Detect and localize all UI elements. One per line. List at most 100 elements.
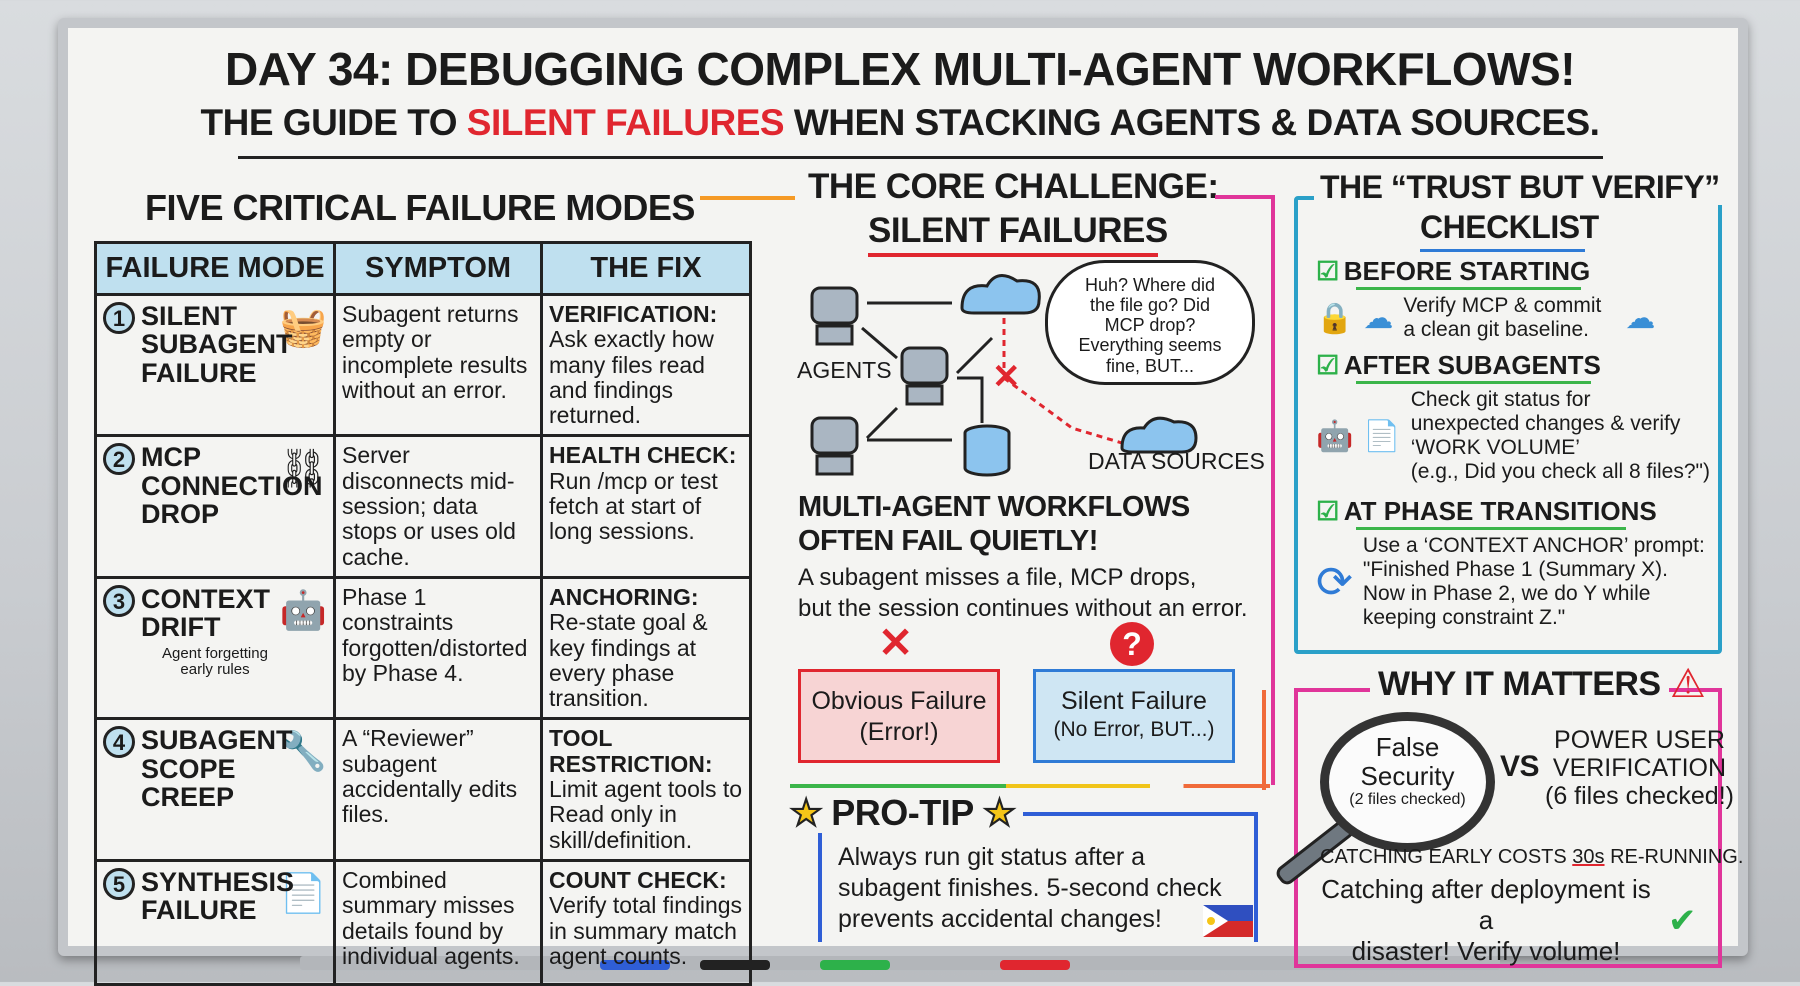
divider bbox=[790, 784, 1270, 788]
failure-mode-name: SUBAGENT SCOPE CREEP bbox=[141, 725, 293, 813]
fix-title: HEALTH CHECK: bbox=[549, 442, 737, 469]
warning-icon: ⚠ bbox=[1670, 662, 1706, 706]
checklist-section-before: ☑ BEFORE STARTING 🔒☁Verify MCP & commit … bbox=[1316, 256, 1655, 342]
why-it-matters-title: WHY IT MATTERS bbox=[1370, 665, 1669, 704]
core-body-text: A subagent misses a file, MCP drops, but… bbox=[798, 564, 1248, 623]
heading-underline bbox=[868, 253, 1158, 257]
row-number-badge: 1 bbox=[103, 302, 135, 334]
table-header-row: FAILURE MODE SYMPTOM THE FIX bbox=[94, 241, 752, 296]
checkbox-checked-icon: ☑ bbox=[1316, 496, 1340, 526]
obvious-failure-sub: (Error!) bbox=[859, 718, 939, 747]
fix-text: Verify total findings in summary match a… bbox=[549, 892, 743, 969]
title-underline bbox=[238, 156, 1603, 159]
failure-mode-name: SILENT SUBAGENT FAILURE bbox=[141, 301, 293, 388]
fix-cell: HEALTH CHECK:Run /mcp or test fetch at s… bbox=[540, 434, 752, 579]
cost-text: CATCHING EARLY COSTS bbox=[1320, 846, 1573, 868]
thought-bubble: Huh? Where did the file go? Did MCP drop… bbox=[1045, 260, 1255, 385]
false-security-label: False Security bbox=[1360, 732, 1455, 792]
failure-mode-note: Agent forgetting early rules bbox=[162, 644, 268, 679]
fix-text: Ask exactly how many files read and find… bbox=[549, 326, 714, 429]
symptom-cell: Phase 1 constraints forgotten/distorted … bbox=[333, 575, 543, 721]
header-fix: THE FIX bbox=[540, 241, 752, 296]
connector-line bbox=[1262, 690, 1266, 790]
symptom-cell: Combined summary misses details found by… bbox=[333, 858, 543, 986]
heading-underline bbox=[1356, 287, 1581, 290]
header-symptom: SYMPTOM bbox=[333, 241, 543, 296]
fix-title: TOOL RESTRICTION: bbox=[549, 725, 713, 777]
confused-robot-icon: 🤖 bbox=[279, 589, 327, 632]
cost-text-end: RE-RUNNING. bbox=[1604, 846, 1744, 868]
arrow-icon bbox=[861, 301, 994, 442]
power-user-block: POWER USER VERIFICATION(6 files checked!… bbox=[1545, 726, 1734, 811]
symptom-cell: Subagent returns empty or incomplete res… bbox=[333, 292, 543, 438]
silent-failure-box: Silent Failure(No Error, BUT...) bbox=[1033, 669, 1235, 763]
star-icon: ★ bbox=[790, 792, 823, 833]
agent-diagram: ✕ bbox=[810, 274, 1198, 477]
fix-title: VERIFICATION: bbox=[549, 301, 718, 327]
star-icon: ★ bbox=[983, 792, 1016, 833]
power-user-sub: (6 files checked!) bbox=[1545, 782, 1734, 810]
cloud-sync-icon: ☁ bbox=[1363, 301, 1394, 335]
pro-tip-label: PRO-TIP bbox=[831, 792, 974, 833]
pro-tip-text: Always run git status after a subagent f… bbox=[838, 843, 1222, 933]
section-text: Use a ‘CONTEXT ANCHOR’ prompt: "Finished… bbox=[1362, 534, 1705, 630]
cost-statement: CATCHING EARLY COSTS 30s RE-RUNNING. bbox=[1320, 846, 1743, 868]
row-number-badge: 3 bbox=[103, 584, 135, 617]
header-failure-mode: FAILURE MODE bbox=[94, 241, 336, 296]
symptom-cell: A “Reviewer” subagent accidentally edits… bbox=[333, 717, 543, 862]
fix-title: ANCHORING: bbox=[549, 583, 699, 610]
row-number-badge: 4 bbox=[103, 726, 135, 759]
arrow-icon bbox=[700, 196, 795, 200]
fix-cell: VERIFICATION:Ask exactly how many files … bbox=[540, 292, 752, 438]
robot-icon bbox=[810, 286, 859, 346]
fix-cell: ANCHORING:Re-state goal & key findings a… bbox=[540, 575, 752, 721]
checklist-title: THE “TRUST BUT VERIFY” bbox=[1314, 169, 1726, 206]
basket-document-icon: 📄 bbox=[279, 872, 327, 915]
page-title: DAY 34: DEBUGGING COMPLEX MULTI-AGENT WO… bbox=[224, 43, 1576, 95]
broken-connection-line bbox=[1002, 318, 1123, 445]
connector-line bbox=[1215, 195, 1275, 785]
robot-check-icon: 🤖 bbox=[1316, 419, 1354, 453]
philippines-flag-icon bbox=[1203, 905, 1253, 937]
silent-failures-heading: SILENT FAILURES bbox=[868, 211, 1168, 250]
failure-modes-title: FIVE CRITICAL FAILURE MODES bbox=[145, 187, 695, 228]
fix-title: COUNT CHECK: bbox=[549, 866, 727, 893]
heading-underline bbox=[1420, 249, 1585, 252]
broken-chain-cloud-icon: ⛓ bbox=[278, 448, 327, 491]
closing-text: Catching after deployment is a disaster!… bbox=[1321, 874, 1651, 967]
checkbox-checked-icon: ☑ bbox=[1316, 256, 1340, 286]
row-number-badge: 2 bbox=[103, 443, 135, 476]
page-subtitle: THE GUIDE TO SILENT FAILURES WHEN STACKI… bbox=[0, 104, 1800, 141]
checklist-section-after: ☑ AFTER SUBAGENTS 🤖📄Check git status for… bbox=[1316, 350, 1710, 485]
agents-label: AGENTS bbox=[797, 357, 892, 383]
cloud-icon bbox=[1120, 416, 1198, 454]
subtitle-end: WHEN STACKING AGENTS & DATA SOURCES. bbox=[784, 102, 1600, 143]
red-marker bbox=[1000, 960, 1070, 970]
silent-failure-label: Silent Failure bbox=[1061, 687, 1207, 715]
question-icon: ? bbox=[1110, 622, 1154, 666]
vs-label: VS bbox=[1500, 750, 1540, 783]
symptom-cell: Server disconnects mid-session; data sto… bbox=[333, 434, 543, 579]
false-security-sub: (2 files checked) bbox=[1349, 791, 1466, 809]
robot-icon bbox=[810, 416, 859, 476]
basket-icon: 🧺 bbox=[279, 307, 327, 349]
checklist-section-phase: ☑ AT PHASE TRANSITIONS ⟳Use a ‘CONTEXT A… bbox=[1316, 496, 1705, 631]
cycle-arrows-icon: ⟳ bbox=[1316, 557, 1353, 607]
section-heading: AFTER SUBAGENTS bbox=[1343, 350, 1601, 380]
fix-text: Limit agent tools to Read only in skill/… bbox=[549, 776, 743, 853]
fix-cell: TOOL RESTRICTION:Limit agent tools to Re… bbox=[540, 717, 752, 862]
document-check-icon: 📄 bbox=[1363, 419, 1401, 453]
failure-mode-name: SYNTHESIS FAILURE bbox=[141, 866, 295, 926]
section-heading: AT PHASE TRANSITIONS bbox=[1343, 496, 1657, 526]
robot-icon bbox=[900, 346, 949, 406]
obvious-failure-label: Obvious Failure bbox=[811, 687, 987, 715]
pro-tip-frame bbox=[818, 812, 1258, 942]
